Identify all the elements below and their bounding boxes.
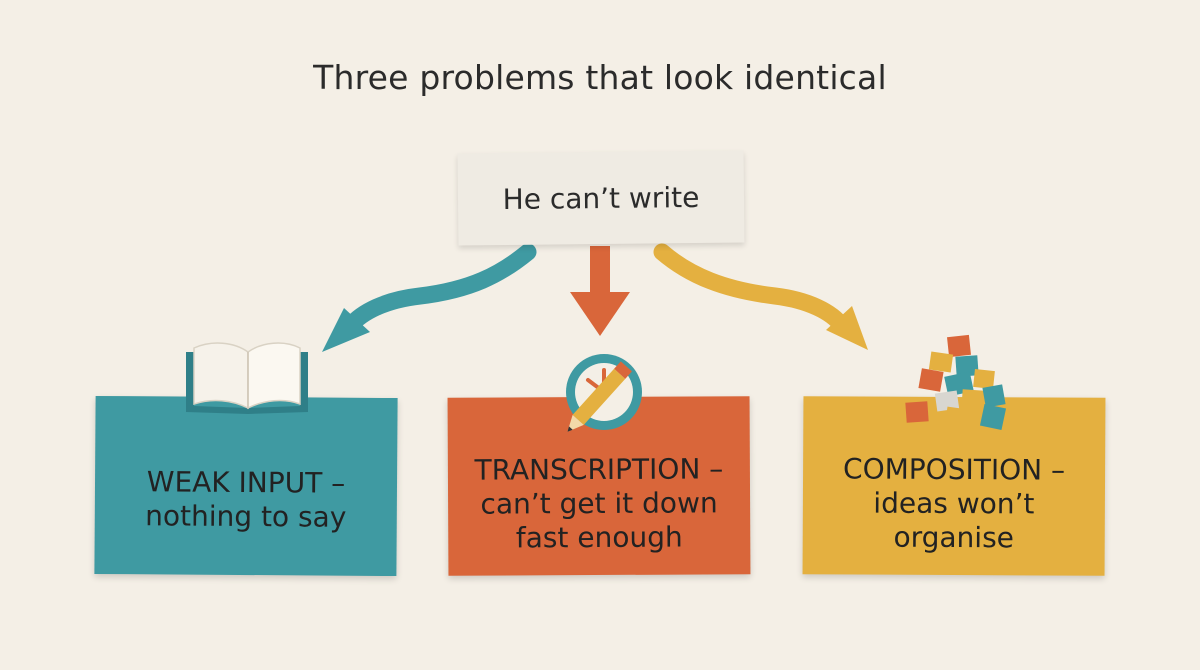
page-title: Three problems that look identical [313,58,887,97]
clock-pencil-icon [566,354,642,432]
arrow-to-transcription [570,246,630,336]
open-book-icon [186,342,308,414]
arrow-to-weak-input [322,243,537,352]
scattered-blocks-icon [905,334,1007,431]
arrow-to-composition [653,243,868,350]
